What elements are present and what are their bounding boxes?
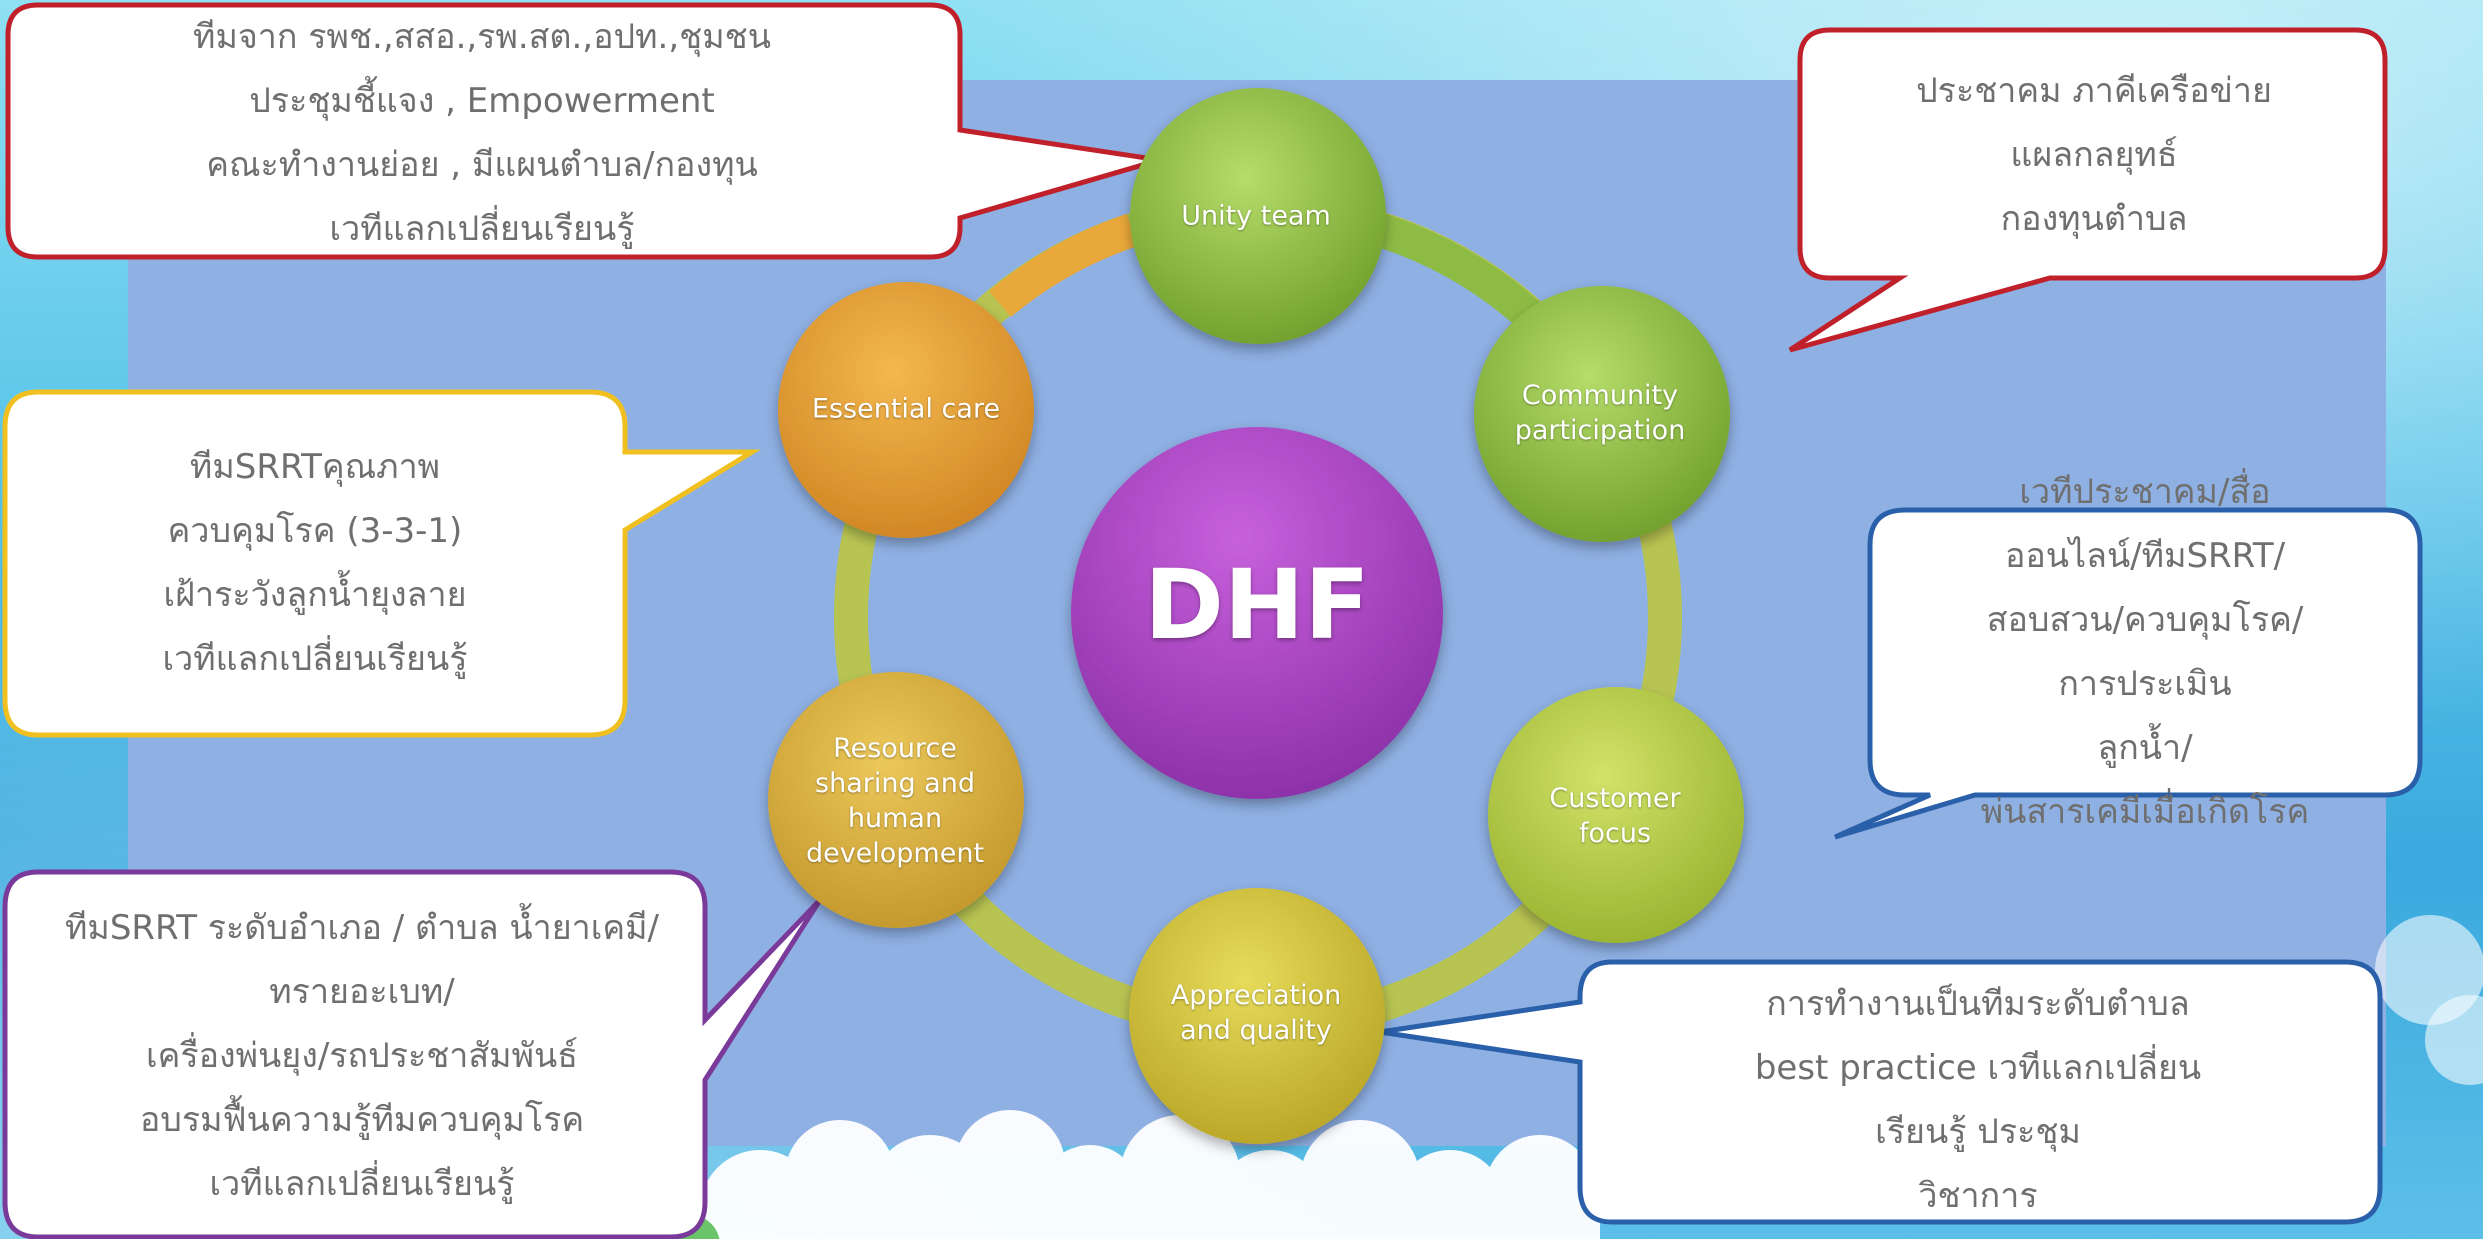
callout-top-left-shape (5, 2, 1161, 260)
callout-top-left-text: ทีมจาก รพช.,สสอ.,รพ.สต.,อปท.,ชุมชน ประชุ… (193, 17, 771, 249)
center-label-dhf: DHF (1144, 549, 1370, 661)
center-node-dhf (1071, 427, 1443, 799)
callout-mid-left-shape (2, 389, 761, 738)
node-label-appreciation-quality: Appreciation and quality (1170, 980, 1342, 1046)
node-essential-care (778, 282, 1034, 538)
node-community-participation (1474, 286, 1730, 542)
node-label-essential-care: Essential care (811, 393, 1001, 425)
node-unity-team (1130, 88, 1386, 344)
node-label-customer-focus: Customer focus (1549, 783, 1681, 849)
callout-top-right-shape (1788, 27, 2388, 353)
node-appreciation-quality (1129, 888, 1385, 1144)
node-resource-sharing (768, 672, 1024, 928)
callout-bottom-right-shape (1379, 959, 2383, 1225)
node-customer-focus (1488, 687, 1744, 943)
node-label-resource-sharing: Resource sharing and human development (805, 733, 985, 869)
callout-mid-right-shape (1833, 507, 2423, 840)
callout-bottom-right-text: การทำงานเป็นทีมระดับตำบล best practice เ… (1754, 984, 2202, 1216)
callout-mid-right-text: เวทีประชาคม/สื่อออนไลน์/ทีมSRRT/ สอบสวน/… (1980, 472, 2310, 832)
ring-arc-green (1374, 213, 1542, 329)
callout-bottom-left-text: ทีมSRRT ระดับอำเภอ / ตำบล น้ำยาเคมี/ ทรา… (65, 908, 659, 1204)
node-label-unity-team: Unity team (1181, 200, 1331, 232)
ring-arc-orange (989, 213, 1138, 318)
callout-top-right-text: ประชาคม ภาคีเครือข่าย แผลกลยุทธ์ กองทุนต… (1916, 71, 2272, 239)
callout-bottom-left-shape (2, 869, 823, 1239)
callout-mid-left-text: ทีมSRRTคุณภาพ ควบคุมโรค (3-3-1) เฝ้าระวั… (162, 447, 468, 679)
node-label-community-participation: Community participation (1514, 380, 1686, 446)
